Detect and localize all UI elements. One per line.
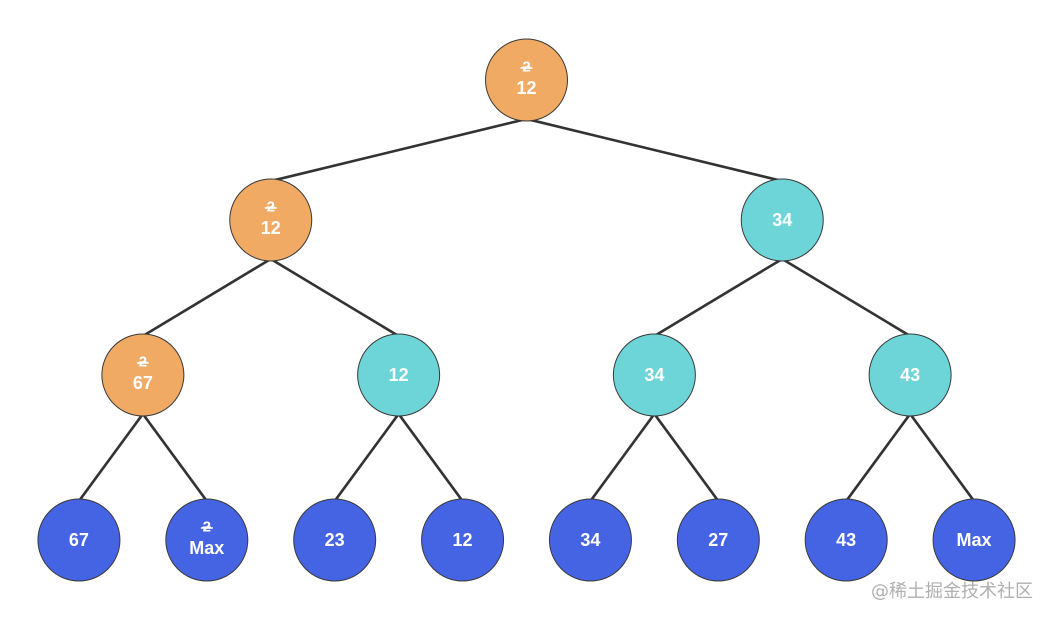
tree-node-r: 34 — [740, 178, 824, 262]
edge-LL-LLL — [77, 412, 145, 503]
tree-node-rl: 34 — [612, 333, 696, 417]
node-struck-value: 2 — [522, 59, 530, 76]
node-value: 67 — [69, 530, 89, 550]
node-circle — [229, 178, 313, 262]
tree-node-lll: 67 — [37, 498, 121, 582]
node-circle — [485, 38, 568, 122]
node-value: Max — [189, 538, 224, 558]
watermark: @稀土掘金技术社区 — [871, 581, 1033, 602]
node-value: 43 — [900, 365, 920, 385]
node-circle — [740, 178, 824, 262]
node-value: Max — [957, 530, 992, 550]
node-value: 43 — [836, 530, 856, 550]
node-struck-value: 2 — [203, 519, 211, 536]
node-value: 27 — [708, 530, 728, 550]
edge-LR-LRR — [397, 412, 464, 503]
tree-node-lrr: 12 — [421, 498, 505, 582]
node-value: 67 — [133, 373, 153, 393]
edge-R-RL — [653, 257, 784, 338]
node-value: 23 — [325, 530, 345, 550]
tree-node-rlr: 27 — [676, 498, 760, 582]
edge-RR-RRR — [908, 412, 976, 503]
node-circle — [37, 498, 121, 582]
node-circle — [165, 498, 249, 582]
tree-node-rll: 34 — [548, 498, 632, 582]
node-struck-value: 2 — [139, 354, 147, 371]
edge-RL-RLR — [653, 412, 720, 503]
node-value: 34 — [644, 365, 664, 385]
node-circle — [676, 498, 760, 582]
node-circle — [932, 498, 1016, 582]
node-circle — [868, 333, 952, 417]
edge-root-R — [525, 117, 784, 183]
node-circle — [548, 498, 632, 582]
edge-LR-LRL — [333, 412, 400, 503]
tree-edges — [77, 117, 976, 503]
node-value: 12 — [261, 218, 281, 238]
node-value: 12 — [516, 78, 536, 98]
tree-node-l: 212 — [229, 178, 313, 262]
tree-node-rrr: Max — [932, 498, 1016, 582]
node-circle — [804, 498, 888, 582]
tree-node-rr: 43 — [868, 333, 952, 417]
edge-root-L — [269, 117, 528, 183]
node-circle — [293, 498, 377, 582]
tree-node-root: 212 — [485, 38, 568, 122]
node-value: 12 — [453, 530, 473, 550]
edge-R-RR — [780, 257, 912, 338]
tree-node-lr: 12 — [357, 333, 441, 417]
tree-node-rrl: 43 — [804, 498, 888, 582]
tree-node-lrl: 23 — [293, 498, 377, 582]
node-circle — [612, 333, 696, 417]
edge-LL-LLR — [141, 412, 209, 503]
node-struck-value: 2 — [267, 199, 275, 216]
node-circle — [357, 333, 441, 417]
edge-L-LR — [269, 257, 400, 338]
node-value: 34 — [772, 210, 792, 230]
edge-RR-RRL — [844, 412, 912, 503]
node-value: 34 — [580, 530, 600, 550]
node-circle — [421, 498, 505, 582]
edge-L-LL — [141, 257, 273, 338]
node-value: 12 — [389, 365, 409, 385]
tree-node-ll: 267 — [101, 333, 185, 417]
edge-RL-RLL — [589, 412, 656, 503]
node-circle — [101, 333, 185, 417]
